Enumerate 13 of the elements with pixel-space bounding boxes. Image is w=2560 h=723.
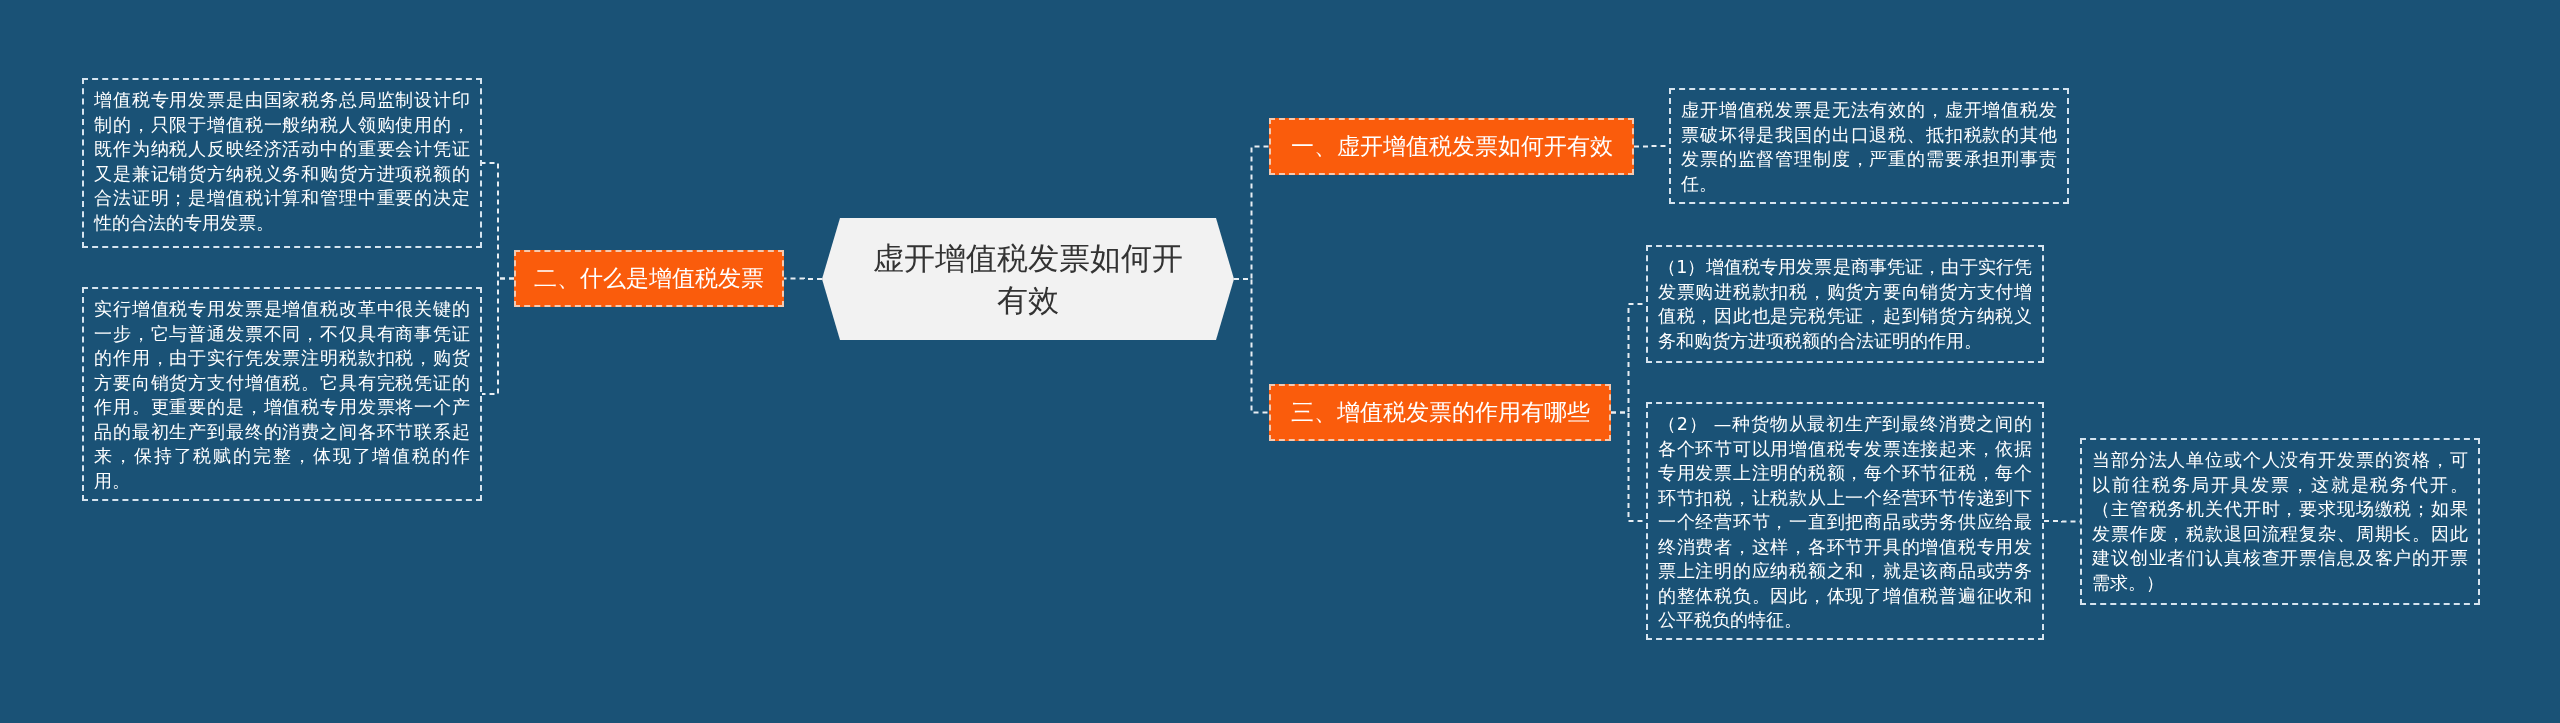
connector-line <box>783 277 823 280</box>
note-box: 实行增值税专用发票是增值税改革中很关键的一步，它与普通发票不同，不仅具有商事凭证的作用，由于实行凭发票注明税款扣税，购货方要向销货方支付增值税。它具有完税凭证的作用。更重要的是，增值税专用发票将一个产品的最初生产到最终的消费之间各环节联系起来，保持了税赋的完整，体现了增值税的作用。 <box>82 287 482 501</box>
note-box: （1）增值税专用发票是商事凭证，由于实行凭发票购进税款扣税，购货方要向销货方支付增值税，因此也是完税凭证，起到销货方纳税义务和购货方进项税额的合法证明的作用。 <box>1646 245 2044 363</box>
branch-box: 一、虚开增值税发票如何开有效 <box>1269 118 1634 175</box>
note-box: 虚开增值税发票是无法有效的，虚开增值税发票破坏得是我国的出口退税、抵扣税款的其他发票的监督管理制度，严重的需要承担刑事责任。 <box>1669 88 2069 204</box>
connector-line <box>481 277 515 395</box>
note-box: 增值税专用发票是由国家税务总局监制设计印制的，只限于增值税一般纳税人领购使用的，既作为纳税人反映经济活动中的重要会计凭证又是兼记销货方纳税义务和购货方进项税额的合法证明；是增值税计算和管理中重要的决定性的合法的专用发票。 <box>82 78 482 248</box>
note-box: （2） —种货物从最初生产到最终消费之间的各个环节可以用增值税专发票连接起来，依据专用发票上注明的税额，每个环节征税，每个环节扣税，让税款从上一个经营环节传递到下一个经营环节，一直到把商品或劳务供应给最终消费者，这样，各环节开具的增值税专用发票上注明的应纳税额之和，就是该商品或劳务的整体税负。因此，体现了增值税普遍征收和公平税负的特征。 <box>1646 402 2044 640</box>
topic-hexagon: 虚开增值税发票如何开有效 <box>822 218 1234 340</box>
branch-box: 二、什么是增值税发票 <box>514 250 784 307</box>
note-box: 当部分法人单位或个人没有开发票的资格，可以前往税务局开具发票，这就是税务代开。（主管税务机关代开时，要求现场缴税；如果发票作废，税款退回流程复杂、周期长。因此建议创业者们认真核查开票信息及客户的开票需求。） <box>2080 438 2480 605</box>
branch-box: 三、增值税发票的作用有哪些 <box>1269 384 1611 441</box>
connector-line <box>1233 278 1270 414</box>
